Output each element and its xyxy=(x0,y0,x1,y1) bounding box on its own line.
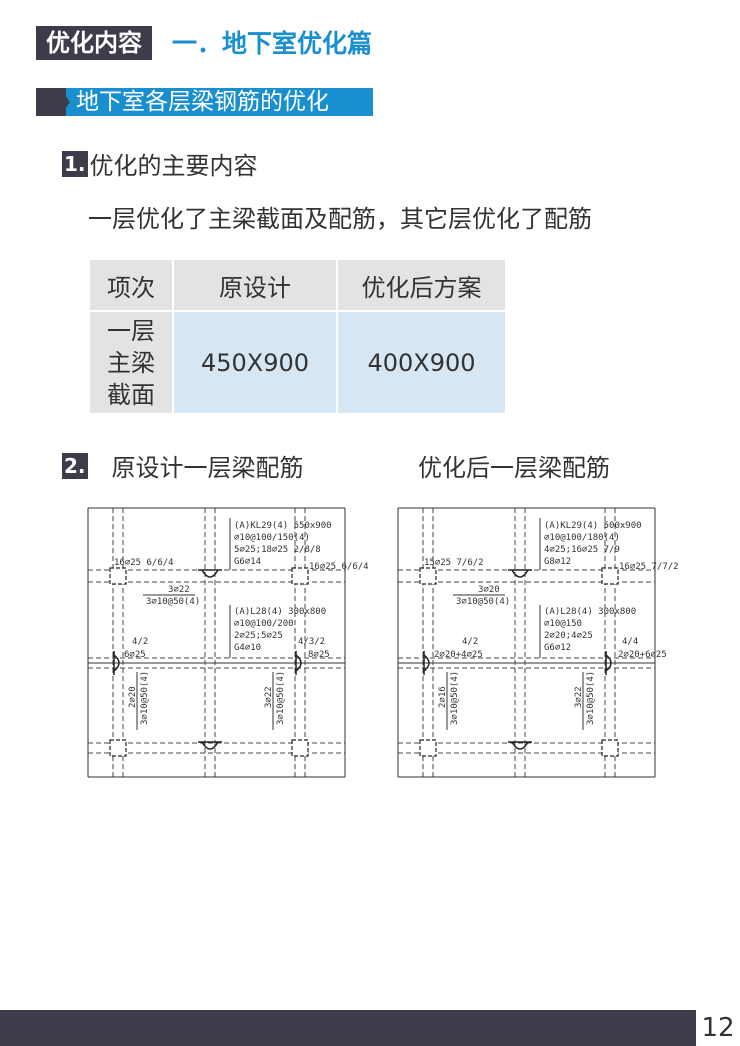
vertical-left-annotation-b: 3⌀10@50(4) xyxy=(450,671,460,725)
top-left-annotation: 16⌀25 6/6/4 xyxy=(114,558,174,568)
left-annotation-b: 2⌀20+4⌀25 xyxy=(434,650,483,660)
section1-title: 优化的主要内容 xyxy=(89,152,258,180)
header-optimized: 优化后方案 xyxy=(336,258,507,312)
mid-top-annotation: 3⌀20 xyxy=(478,585,500,595)
cell-optimized: 400X900 xyxy=(336,310,507,415)
section-tag: 优化内容 xyxy=(36,26,152,60)
page-title: 一．地下室优化篇 xyxy=(172,29,373,58)
section2-number: 2. xyxy=(62,452,88,479)
kl-annotation: (A)KL29(4) 550x900 xyxy=(234,521,332,531)
page-number: 12 xyxy=(694,1010,740,1046)
column xyxy=(601,739,619,757)
table-header-row: 项次 原设计 优化后方案 xyxy=(88,258,507,312)
hanger-bar xyxy=(295,651,302,675)
header-item: 项次 xyxy=(88,258,174,312)
mid-bottom-annotation: 3⌀10@50(4) xyxy=(146,597,200,607)
l-annotation: 2⌀25;5⌀25 xyxy=(234,631,283,641)
hanger-bar xyxy=(198,569,222,578)
mid-bottom-annotation: 3⌀10@50(4) xyxy=(456,597,510,607)
top-left-annotation: 15⌀25 7/6/2 xyxy=(424,558,484,568)
column xyxy=(109,739,127,757)
vertical-left-annotation-a: 2⌀16 xyxy=(438,686,448,708)
l-annotation: 2⌀20;4⌀25 xyxy=(544,631,593,641)
kl-annotation: 5⌀25;18⌀25 2/8/8 xyxy=(234,545,321,555)
subtitle: 地下室各层梁钢筋的优化 xyxy=(66,88,373,116)
column xyxy=(601,567,619,585)
l-annotation: ⌀10@150 xyxy=(544,619,582,629)
cell-item: 一层 主梁 截面 xyxy=(88,310,174,415)
section1-text: 一层优化了主梁截面及配筋，其它层优化了配筋 xyxy=(88,205,592,233)
column xyxy=(109,567,127,585)
left-annotation-b: 6⌀25 xyxy=(124,650,146,660)
section2-right-title: 优化后一层梁配筋 xyxy=(418,454,610,482)
footer-bar xyxy=(0,1010,740,1046)
vertical-left-annotation-a: 2⌀20 xyxy=(128,686,138,708)
right-annotation-a: 4/4 xyxy=(622,637,638,647)
table-row: 一层 主梁 截面 450X900 400X900 xyxy=(88,310,507,415)
right-annotation-b: 8⌀25 xyxy=(308,650,330,660)
mid-top-annotation: 3⌀22 xyxy=(168,585,190,595)
top-right-annotation: 16⌀25 6/6/4 xyxy=(309,562,369,572)
section1-number: 1. xyxy=(62,150,88,177)
kl-annotation: ⌀10@100/150(4) xyxy=(234,533,310,543)
l-annotation: G6⌀12 xyxy=(544,643,571,653)
section2-heading: 2. 原设计一层梁配筋 xyxy=(62,448,304,483)
l-annotation: (A)L28(4) 300x800 xyxy=(234,607,326,617)
item-line: 截面 xyxy=(107,380,155,409)
l-annotation: G4⌀10 xyxy=(234,643,261,653)
hanger-bar xyxy=(198,741,222,750)
kl-annotation: (A)KL29(4) 500x900 xyxy=(544,521,642,531)
header-original: 原设计 xyxy=(172,258,338,312)
kl-annotation: G6⌀14 xyxy=(234,557,261,567)
vertical-right-annotation-b: 3⌀10@50(4) xyxy=(586,671,596,725)
right-annotation-a: 4/3/2 xyxy=(298,637,325,647)
left-annotation-a: 4/2 xyxy=(462,637,478,647)
cell-original: 450X900 xyxy=(172,310,338,415)
section2-left-title: 原设计一层梁配筋 xyxy=(111,454,304,482)
subtitle-bar: 地下室各层梁钢筋的优化 xyxy=(36,88,373,116)
kl-annotation: 4⌀25;16⌀25 7/9 xyxy=(544,545,620,555)
item-line: 主梁 xyxy=(107,348,155,377)
right-annotation-b: 2⌀20+6⌀25 xyxy=(618,650,667,660)
optimized-drawing: (A)KL29(4) 500x900 ⌀10@100/180(4) 4⌀25;16⌀… xyxy=(397,507,679,778)
column xyxy=(419,739,437,757)
comparison-table: 项次 原设计 优化后方案 一层 主梁 截面 450X900 400X900 xyxy=(88,258,507,415)
hanger-bar xyxy=(508,741,532,750)
vertical-right-annotation-a: 3⌀22 xyxy=(574,686,584,708)
section1-heading: 1. 优化的主要内容 xyxy=(62,146,258,181)
column xyxy=(291,739,309,757)
left-annotation-a: 4/2 xyxy=(132,637,148,647)
top-right-annotation: 16⌀25 7/7/2 xyxy=(619,562,679,572)
item-line: 一层 xyxy=(107,316,155,345)
arrow-icon xyxy=(60,88,70,116)
vertical-left-annotation-b: 3⌀10@50(4) xyxy=(140,671,150,725)
kl-annotation: ⌀10@100/180(4) xyxy=(544,533,620,543)
hanger-bar xyxy=(423,651,430,675)
column xyxy=(291,567,309,585)
l-annotation: ⌀10@100/200 xyxy=(234,619,294,629)
original-drawing: (A)KL29(4) 550x900 ⌀10@100/150(4) 5⌀25;18⌀… xyxy=(87,507,369,778)
vertical-right-annotation-a: 3⌀22 xyxy=(264,686,274,708)
column xyxy=(419,567,437,585)
hanger-bar xyxy=(508,569,532,578)
hanger-bar xyxy=(605,651,612,675)
vertical-right-annotation-b: 3⌀10@50(4) xyxy=(276,671,286,725)
hanger-bar xyxy=(113,651,120,675)
l-annotation: (A)L28(4) 300x800 xyxy=(544,607,636,617)
kl-annotation: G8⌀12 xyxy=(544,557,571,567)
